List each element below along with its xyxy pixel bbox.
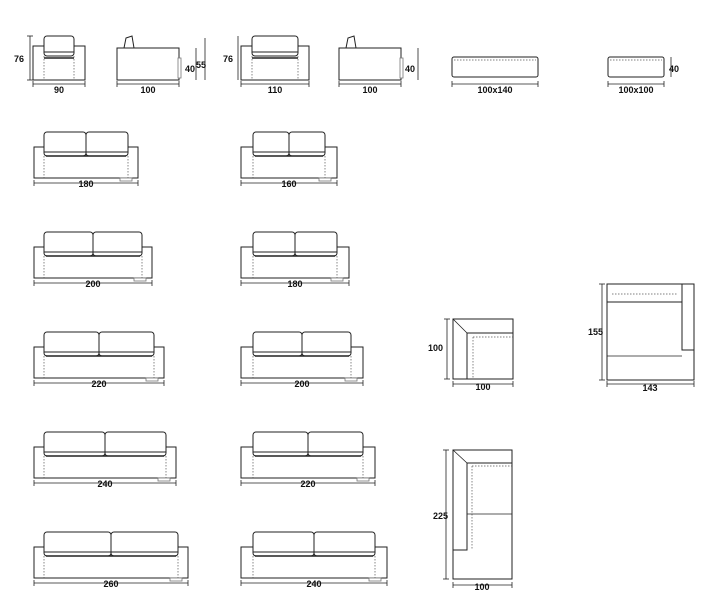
chaise-depth-label: 155 (588, 327, 603, 337)
sofa-width-label: 220 (91, 379, 106, 389)
sofa-220-elevation: 220 (33, 331, 165, 389)
pouf-square-size-label: 100x100 (618, 85, 653, 95)
pouf-100x140: 100x140 (451, 56, 539, 95)
armchair-side-depth-label: 100 (140, 85, 155, 95)
armchair-side-seat-height-label: 40 (185, 64, 195, 74)
armchair-front-height-label: 76 (14, 54, 24, 64)
sofa-lineup: 180 160 200 180 220 200 240 220 260 240 (33, 131, 388, 589)
armchair-side-height-label: 55 (196, 60, 206, 70)
armchair-front-width-label: 90 (54, 85, 64, 95)
corner-width-label: 100 (475, 382, 490, 392)
corner-depth-label: 100 (428, 343, 443, 353)
sofa-width-label: 200 (294, 379, 309, 389)
pouf-100x100: 100x100 40 (607, 56, 679, 95)
sofa-180-slim-elevation: 180 (240, 231, 350, 289)
sofa-160-elevation: 160 (240, 131, 338, 189)
sofa-200-slim-elevation: 200 (240, 331, 364, 389)
corner-module: 100 100 (428, 318, 514, 392)
armchair-front-90: 90 76 (14, 35, 86, 95)
chaise-module: 155 143 (588, 283, 695, 393)
sofa-width-label: 180 (78, 179, 93, 189)
sofa-width-label: 180 (287, 279, 302, 289)
sofa-width-label: 240 (306, 579, 321, 589)
pouf-rect-size-label: 100x140 (477, 85, 512, 95)
pouf-square-height-label: 40 (669, 64, 679, 74)
chaise-plan-width-label: 100 (474, 582, 489, 592)
armchair-large-front-110: 110 76 (223, 35, 310, 95)
armchair-large-side-100: 100 40 (338, 35, 419, 95)
sofa-width-label: 200 (85, 279, 100, 289)
sofa-260-elevation: 260 (33, 531, 189, 589)
sofa-240-slim-elevation: 240 (240, 531, 388, 589)
armchair-side-100: 100 40 55 (116, 35, 206, 95)
sofa-200-elevation: 200 (33, 231, 153, 289)
armchair-large-side-depth-label: 100 (362, 85, 377, 95)
chaise-width-label: 143 (642, 383, 657, 393)
sofa-width-label: 220 (300, 479, 315, 489)
sofa-240-elevation: 240 (33, 431, 177, 489)
sofa-width-label: 240 (97, 479, 112, 489)
armchair-large-width-label: 110 (268, 85, 283, 95)
armchair-large-height-label: 76 (223, 54, 233, 64)
sofa-220-slim-elevation: 220 (240, 431, 376, 489)
chaise-plan-depth-label: 225 (433, 511, 448, 521)
sofa-180-elevation: 180 (33, 131, 139, 189)
armchair-large-side-seat-height-label: 40 (405, 64, 415, 74)
chaise-plan: 225 100 (433, 449, 513, 592)
sofa-width-label: 160 (281, 179, 296, 189)
sofa-width-label: 260 (103, 579, 118, 589)
